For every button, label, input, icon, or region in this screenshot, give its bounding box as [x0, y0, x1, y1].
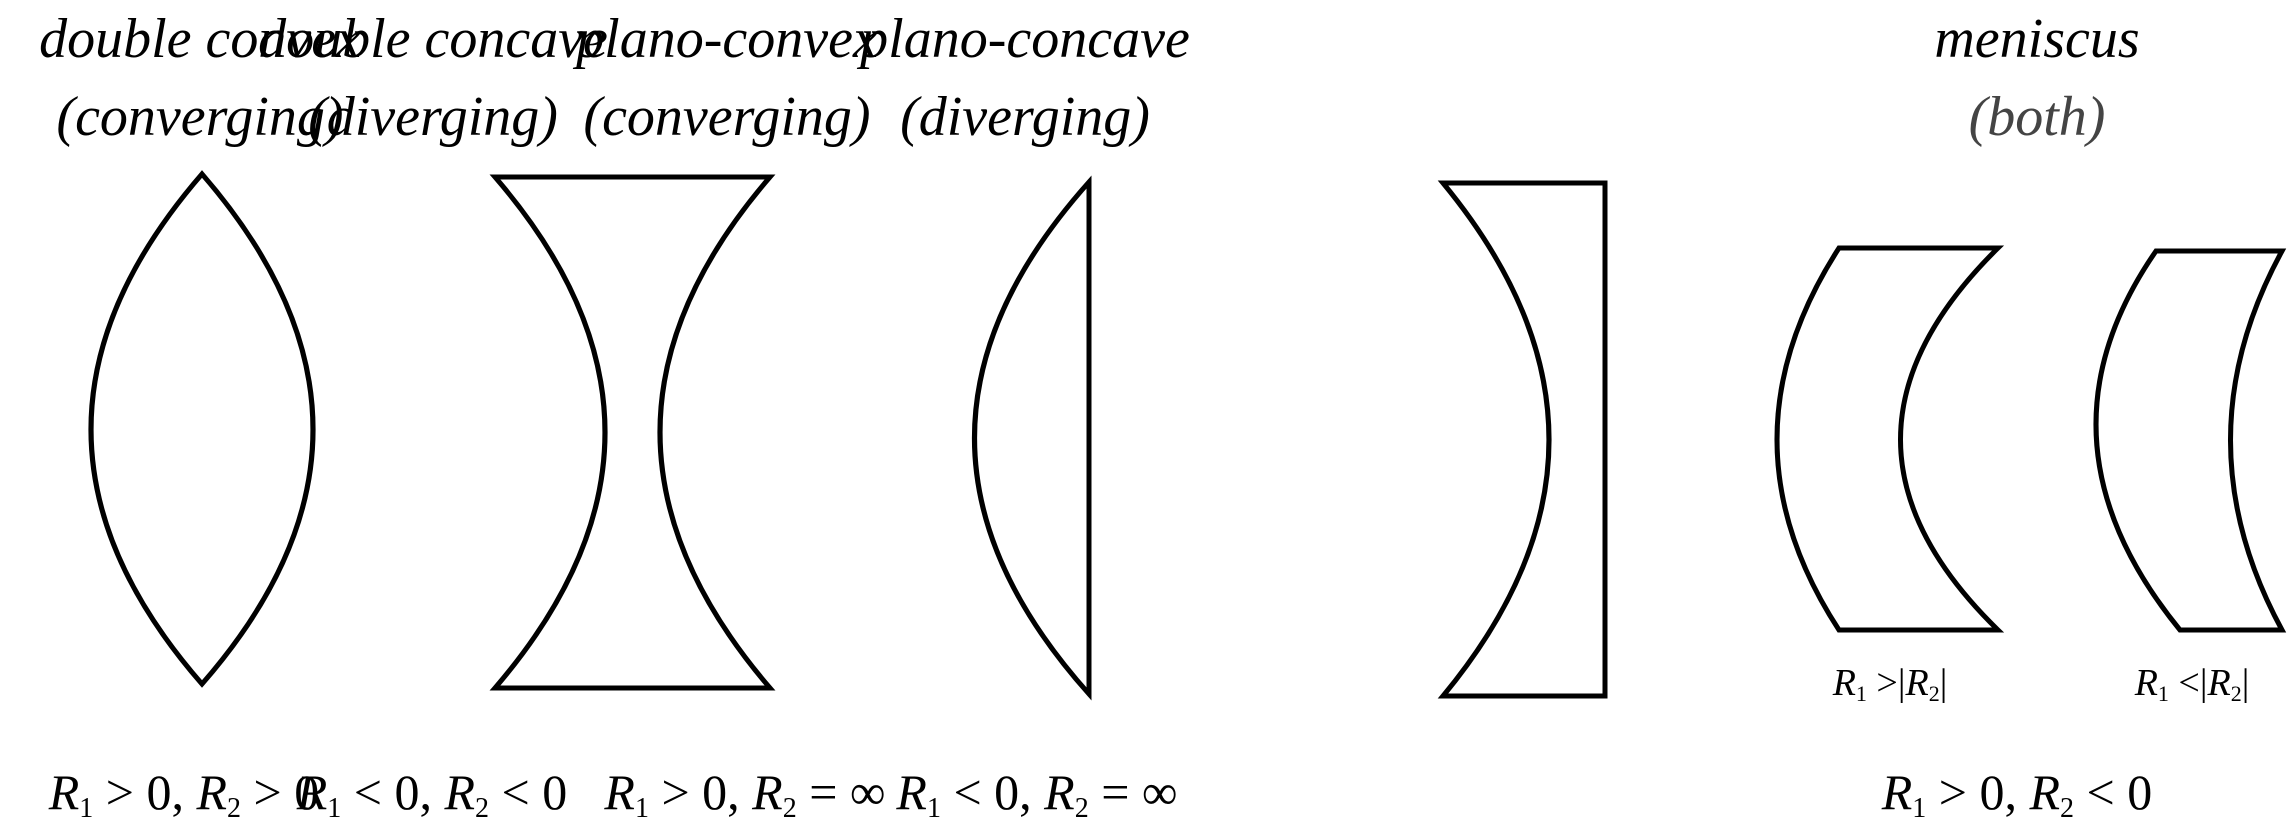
abs-bar-open: |	[1897, 662, 1906, 704]
lens-title-double-concave: double concave (diverging)	[213, 0, 653, 156]
r1-relation: > 0,	[105, 764, 184, 820]
r2-symbol: R	[2029, 764, 2061, 820]
lens-title-meniscus: meniscus (both)	[1817, 0, 2257, 156]
lens-title-double-convex: double convex (converging)	[0, 0, 420, 156]
double-convex-lens-shape	[88, 170, 316, 688]
r2-subscript: 2	[2060, 793, 2075, 824]
lens-name: plano-concave	[860, 8, 1190, 70]
lens-type: (diverging)	[308, 86, 558, 148]
plano-concave-lens-shape	[1437, 180, 1608, 699]
lens-type: (diverging)	[900, 86, 1150, 148]
r2-symbol: R	[1905, 662, 1929, 704]
r2-subscript: 2	[1074, 793, 1089, 824]
r2-subscript: 2	[475, 793, 490, 824]
lens-name: meniscus	[1934, 8, 2140, 70]
lens-type: (converging)	[56, 86, 344, 148]
r1-subscript: 1	[1855, 681, 1867, 706]
r2-subscript: 2	[782, 793, 797, 824]
condition-double-concave: R1 < 0, R2 < 0	[212, 762, 652, 839]
lens-name: double concave	[258, 8, 608, 70]
r2-relation: = ∞	[809, 764, 886, 820]
r2-symbol: R	[752, 764, 783, 820]
plano-convex-lens-shape	[972, 175, 1092, 701]
r1-subscript: 1	[327, 793, 342, 824]
condition-plano-concave: R1 < 0, R2 = ∞	[817, 762, 1257, 839]
r2-symbol: R	[1044, 764, 1075, 820]
r1-relation: < 0,	[353, 764, 432, 820]
lens-title-plano-convex: plano-convex (converging)	[507, 0, 947, 156]
r1-subscript: 1	[926, 793, 941, 824]
r2-subscript: 2	[2230, 681, 2242, 706]
r1-symbol: R	[1881, 764, 1913, 820]
meniscus-lens-shape-2	[2093, 248, 2287, 633]
r1-subscript: 1	[79, 793, 94, 824]
relation: <	[2178, 662, 2200, 704]
r1-symbol: R	[896, 764, 927, 820]
r1-symbol: R	[48, 764, 80, 820]
meniscus-condition-1: R1 >|R2|	[1790, 660, 1990, 717]
r2-symbol: R	[444, 764, 476, 820]
lens-name: double convex	[39, 8, 361, 70]
r2-relation: > 0	[253, 764, 320, 820]
condition-plano-convex: R1 > 0, R2 = ∞	[525, 762, 965, 839]
relation: >	[1876, 662, 1898, 704]
meniscus-lens-shape-1	[1774, 245, 2005, 633]
r1-symbol: R	[604, 764, 635, 820]
lens-name: plano-convex	[576, 8, 878, 70]
lens-type: (converging)	[583, 86, 871, 148]
r1-relation: < 0,	[953, 764, 1032, 820]
r1-subscript: 1	[2157, 681, 2169, 706]
r1-subscript: 1	[634, 793, 649, 824]
r2-subscript: 2	[227, 793, 242, 824]
r1-subscript: 1	[1912, 793, 1927, 824]
r1-symbol: R	[296, 764, 328, 820]
r2-relation: < 0	[2086, 764, 2153, 820]
lens-title-plano-concave: plano-concave (diverging)	[805, 0, 1245, 156]
r2-symbol: R	[2207, 662, 2231, 704]
lens-type: (both)	[1968, 86, 2106, 148]
r2-relation: = ∞	[1101, 764, 1178, 820]
r2-subscript: 2	[1928, 681, 1940, 706]
abs-bar-close: |	[1939, 662, 1948, 704]
abs-bar-close: |	[2241, 662, 2250, 704]
double-concave-lens-shape	[489, 174, 776, 691]
r1-relation: > 0,	[1938, 764, 2017, 820]
condition-meniscus: R1 > 0, R2 < 0	[1797, 762, 2237, 839]
r2-symbol: R	[196, 764, 228, 820]
r1-symbol: R	[2134, 662, 2158, 704]
condition-double-convex: R1 > 0, R2 > 0	[0, 762, 404, 839]
abs-bar-open: |	[2199, 662, 2208, 704]
r2-relation: < 0	[501, 764, 568, 820]
r1-relation: > 0,	[661, 764, 740, 820]
r1-symbol: R	[1832, 662, 1856, 704]
meniscus-condition-2: R1 <|R2|	[2092, 660, 2292, 717]
